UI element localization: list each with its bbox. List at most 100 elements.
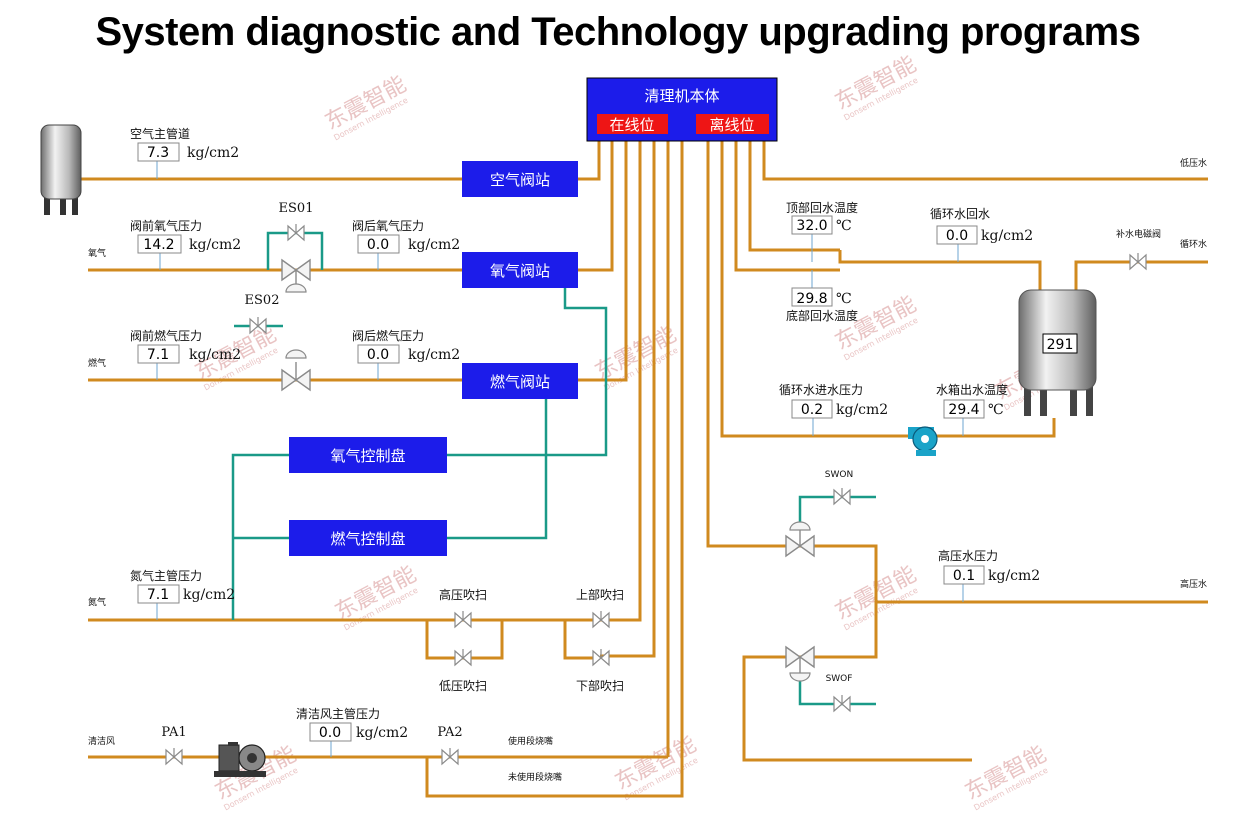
teal-pipes xyxy=(231,231,876,706)
reading-unit: ℃ xyxy=(836,291,852,307)
pa2-valve-icon[interactable] xyxy=(441,747,459,765)
readings: 空气主管道 7.3 kg/cm2 阀前氧气压力 14.2 kg/cm2 阀后氧气… xyxy=(130,126,1040,742)
value-box xyxy=(137,584,180,604)
reading-top-return: 顶部回水温度 32.0 ℃ xyxy=(786,200,858,235)
reading-value: 0.0 xyxy=(946,228,968,244)
high-blow-label: 高压吹扫 xyxy=(439,587,487,602)
air-station-block[interactable]: 空气阀站 xyxy=(462,161,578,197)
unused-nozzle-label: 未使用段烧嘴 xyxy=(508,771,562,783)
reading-value: 7.1 xyxy=(147,587,169,603)
lower-blow-label: 下部吹扫 xyxy=(576,678,624,693)
pa1-label: PA1 xyxy=(161,725,186,740)
reading-unit: ℃ xyxy=(988,402,1004,418)
air-station-label: 空气阀站 xyxy=(490,171,550,189)
pa2-label: PA2 xyxy=(437,725,462,740)
hp-upper-valve-icon[interactable] xyxy=(785,521,815,557)
reading-unit: kg/cm2 xyxy=(189,237,241,253)
upper-blow-valve-icon[interactable] xyxy=(592,610,610,628)
makeup-valve-icon[interactable] xyxy=(1129,252,1147,270)
reading-unit: kg/cm2 xyxy=(836,402,888,418)
low-blow-label: 低压吹扫 xyxy=(439,679,487,693)
reading-value: 0.0 xyxy=(367,347,389,363)
value-box xyxy=(357,234,400,254)
es01-valve-icon[interactable] xyxy=(287,223,305,241)
valves[interactable] xyxy=(165,223,1147,765)
value-box xyxy=(791,287,833,307)
reading-value: 0.2 xyxy=(801,402,823,418)
offline-label: 离线位 xyxy=(709,116,754,134)
oxygen-station-label: 氧气阀站 xyxy=(490,262,550,280)
reading-label: 底部回水温度 xyxy=(786,308,858,323)
es02-label: ES02 xyxy=(245,293,280,308)
reading-value: 7.1 xyxy=(147,347,169,363)
oxygen-panel-label: 氧气控制盘 xyxy=(330,447,405,465)
reading-label: 水箱出水温度 xyxy=(936,382,1008,397)
water-tank-icon: 291 xyxy=(1018,289,1097,416)
blower-icon[interactable] xyxy=(214,742,266,777)
fuel-line-label: 燃气 xyxy=(88,357,106,369)
reading-value: 0.0 xyxy=(319,725,341,741)
es01-main-valve-icon[interactable] xyxy=(281,259,311,293)
circulating-water-label: 循环水 xyxy=(1180,238,1207,250)
oxygen-panel-block[interactable]: 氧气控制盘 xyxy=(289,437,447,473)
makeup-valve-label: 补水电磁阀 xyxy=(1116,228,1161,240)
high-pressure-water-label: 高压水 xyxy=(1180,578,1207,590)
lower-blow-valve-icon[interactable] xyxy=(592,648,610,666)
gas-main-valve-icon[interactable] xyxy=(281,349,311,391)
reading-gas-before: 阀前燃气压力 7.1 kg/cm2 xyxy=(130,328,241,364)
swof-valve-icon[interactable] xyxy=(833,694,851,712)
online-label: 在线位 xyxy=(609,116,654,134)
reading-bottom-return: 29.8 ℃ 底部回水温度 xyxy=(786,287,858,323)
used-nozzle-label: 使用段烧嘴 xyxy=(508,735,553,747)
upper-blow-label: 上部吹扫 xyxy=(576,587,624,602)
reading-clean-air: 清洁风主管压力 0.0 kg/cm2 xyxy=(296,706,408,742)
reading-unit: kg/cm2 xyxy=(988,568,1040,584)
low-blow-valve-icon[interactable] xyxy=(454,648,472,666)
gas-panel-block[interactable]: 燃气控制盘 xyxy=(289,520,447,556)
reading-label: 氮气主管压力 xyxy=(130,568,202,583)
oxygen-line-label: 氧气 xyxy=(88,247,106,259)
oxygen-station-block[interactable]: 氧气阀站 xyxy=(462,252,578,288)
high-blow-valve-icon[interactable] xyxy=(454,610,472,628)
reading-value: 29.8 xyxy=(796,291,827,307)
reading-o2-after: 阀后氧气压力 0.0 kg/cm2 xyxy=(352,218,460,254)
main-body-block[interactable]: 清理机本体 在线位 离线位 xyxy=(586,77,778,142)
reading-label: 循环水进水压力 xyxy=(779,383,863,397)
hp-lower-valve-icon[interactable] xyxy=(785,646,815,682)
pa1-valve-icon[interactable] xyxy=(165,747,183,765)
es01-label: ES01 xyxy=(279,201,314,216)
reading-label: 阀前燃气压力 xyxy=(130,328,202,343)
reading-label: 高压水压力 xyxy=(938,548,998,563)
tank-level-value: 291 xyxy=(1047,337,1074,353)
pump-icon[interactable] xyxy=(908,426,938,456)
reading-circ-return: 循环水回水 0.0 kg/cm2 xyxy=(930,207,1033,245)
value-box xyxy=(791,215,833,235)
swof-label: SWOF xyxy=(826,674,853,684)
reading-label: 清洁风主管压力 xyxy=(296,706,380,721)
reading-unit: kg/cm2 xyxy=(183,587,235,603)
online-status-badge[interactable] xyxy=(597,114,668,134)
low-pressure-water-label: 低压水 xyxy=(1180,157,1207,169)
reading-unit: ℃ xyxy=(836,218,852,234)
offline-status-badge[interactable] xyxy=(696,114,769,134)
swon-valve-icon[interactable] xyxy=(833,487,851,505)
gas-station-block[interactable]: 燃气阀站 xyxy=(462,363,578,399)
reading-unit: kg/cm2 xyxy=(408,237,460,253)
value-box xyxy=(943,399,985,419)
air-tank-icon xyxy=(40,124,82,215)
clean-air-line-label: 清洁风 xyxy=(88,735,115,747)
reading-circ-inlet: 循环水进水压力 0.2 kg/cm2 xyxy=(779,383,888,419)
reading-unit: kg/cm2 xyxy=(408,347,460,363)
reading-value: 0.0 xyxy=(367,237,389,253)
value-box xyxy=(357,344,400,364)
gas-panel-label: 燃气控制盘 xyxy=(330,530,405,548)
reading-value: 7.3 xyxy=(147,145,169,161)
reading-value: 32.0 xyxy=(796,218,827,234)
reading-label: 阀后燃气压力 xyxy=(352,328,424,343)
reading-air-main: 空气主管道 7.3 kg/cm2 xyxy=(130,126,239,162)
page-title: System diagnostic and Technology upgradi… xyxy=(95,10,1141,54)
